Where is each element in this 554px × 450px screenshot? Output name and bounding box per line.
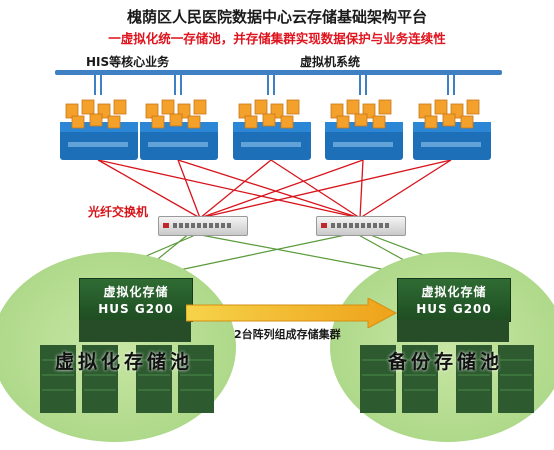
- fibre-switch-1: [158, 216, 248, 236]
- pool-right-name: 备份存储池: [388, 351, 504, 373]
- network-bus: [55, 70, 502, 75]
- storage-left-racks: [40, 345, 214, 413]
- storage-left-name: 虚拟化存储: [103, 285, 169, 299]
- fiber-cables: [97, 159, 452, 219]
- switch-ports-icon: [321, 223, 389, 228]
- diagram-title: 槐荫区人民医院数据中心云存储基础架构平台: [126, 8, 427, 26]
- switch-ports-icon: [163, 223, 231, 228]
- storage-left-controller: [79, 320, 191, 342]
- storage-right-model: HUS G200: [416, 302, 492, 316]
- bus-label-vm-system: 虚拟机系统: [300, 55, 361, 69]
- server-chassis-4: [325, 99, 403, 160]
- bus-drop-lines: [94, 75, 455, 95]
- fibre-switch-label: 光纤交换机: [88, 205, 149, 219]
- replication-arrow-icon: [186, 298, 398, 328]
- fibre-switch-2: [316, 216, 406, 236]
- server-chassis-1: [60, 99, 138, 160]
- server-chassis-2: [140, 99, 218, 160]
- storage-right-controller: [397, 320, 509, 342]
- storage-array-right: 虚拟化存储 HUS G200: [397, 278, 511, 322]
- storage-left-model: HUS G200: [98, 302, 174, 316]
- server-chassis-3: [233, 99, 311, 160]
- storage-array-left: 虚拟化存储 HUS G200: [79, 278, 193, 322]
- server-chassis-5: [413, 99, 491, 160]
- bus-label-core-business: HIS等核心业务: [86, 55, 170, 69]
- storage-right-racks: [360, 345, 534, 413]
- pool-left-name: 虚拟化存储池: [55, 351, 194, 373]
- storage-right-name: 虚拟化存储: [421, 285, 487, 299]
- cluster-label: 2台阵列组成存储集群: [234, 328, 341, 341]
- diagram-subtitle: 一虚拟化统一存储池，并存储集群实现数据保护与业务连续性: [108, 31, 446, 46]
